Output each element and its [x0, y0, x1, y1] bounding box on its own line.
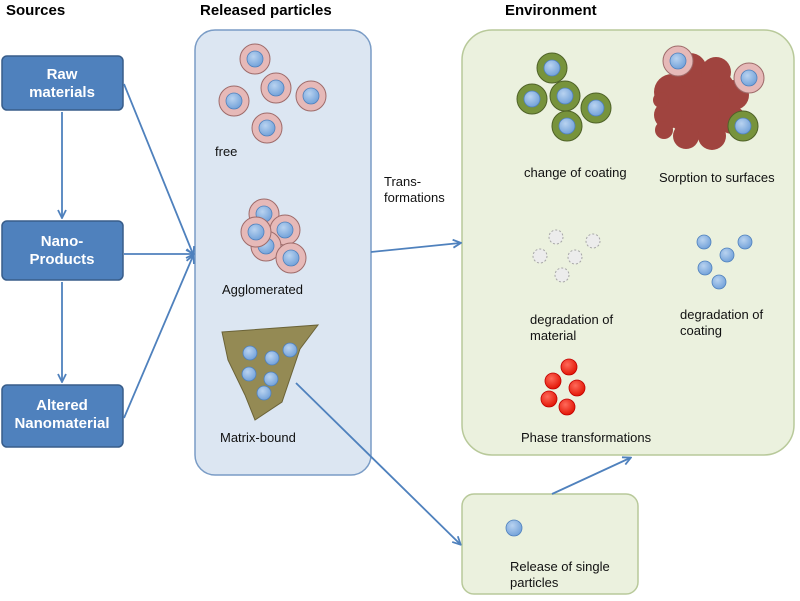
arrow-raw-to-released: [123, 83, 193, 254]
phase-transformations-label: Phase transformations: [521, 430, 652, 445]
coating-change-particles: [516, 52, 612, 142]
free-label: free: [215, 144, 237, 159]
heading-sources: Sources: [6, 2, 65, 19]
sorption-surface: [653, 45, 765, 150]
sorption-label: Sorption to surfaces: [659, 170, 775, 185]
free-particles: [218, 43, 327, 144]
flow-arrows: [62, 83, 630, 544]
heading-environment: Environment: [505, 2, 597, 19]
agglomerated-particles: [240, 198, 307, 274]
degraded-material-particles: [532, 229, 601, 283]
arrow-matrix-to-single-release: [295, 382, 460, 544]
source-nano-products-box: [1, 220, 124, 281]
heading-released-particles: Released particles: [200, 2, 332, 19]
matrix-bound-particles: [221, 324, 320, 421]
source-nano-products-label: Nano-Products: [29, 233, 94, 268]
phase-transformed-particles: [540, 358, 586, 416]
single-particle: [505, 519, 523, 537]
agglomerated-label: Agglomerated: [222, 282, 303, 297]
matrix-bound-label: Matrix-bound: [220, 430, 296, 445]
uncoated-particles: [696, 234, 753, 290]
source-raw-materials-box: [1, 55, 124, 111]
change-of-coating-label: change of coating: [524, 165, 627, 180]
arrow-altered-to-released: [123, 256, 193, 419]
transformations-label: Trans-formations: [384, 174, 445, 205]
arrow-released-to-environment: [370, 243, 460, 253]
arrow-single-release-to-environment: [551, 458, 630, 495]
source-altered-nanomaterial-box: [1, 384, 124, 448]
